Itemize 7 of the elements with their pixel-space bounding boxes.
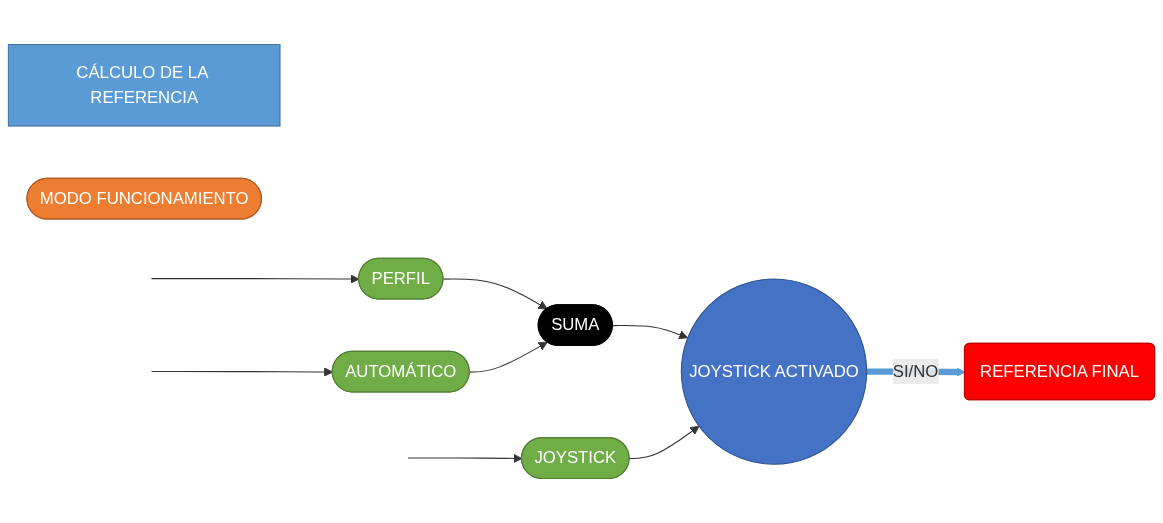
- arrow: [612, 324, 689, 340]
- node-box: CÁLCULO DE LA REFERENCIA: [7, 44, 281, 127]
- edge-label: SI/NO: [892, 362, 939, 380]
- arrow: [629, 425, 700, 460]
- arrow: [469, 341, 548, 373]
- node-circle: JOYSTICK ACTIVADO: [680, 278, 868, 465]
- arrow: [442, 278, 548, 310]
